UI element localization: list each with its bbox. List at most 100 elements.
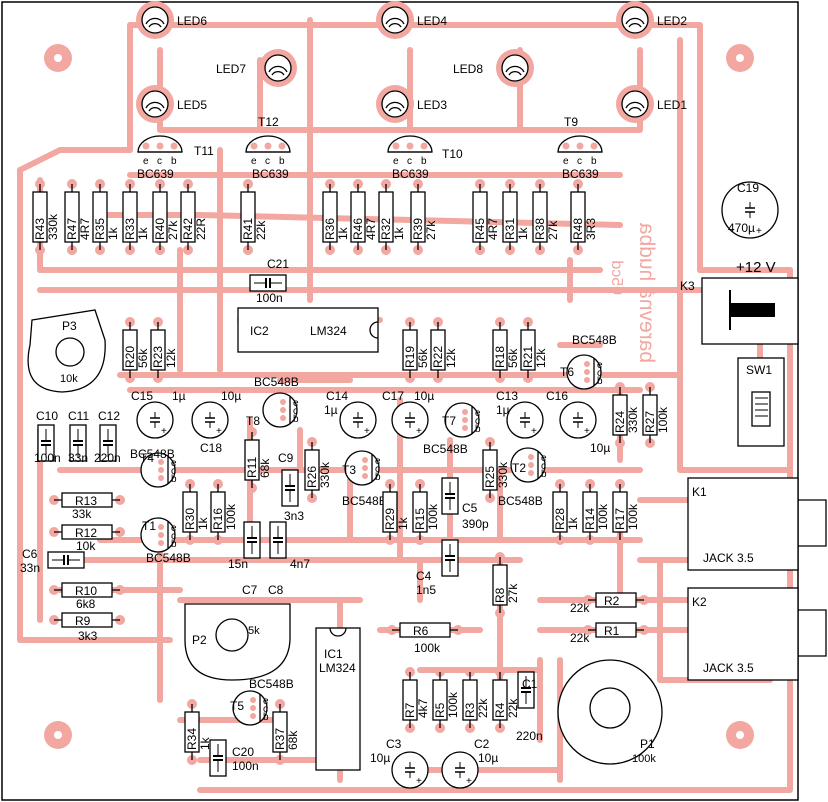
resistor-value: 1k [336,226,350,240]
resistor-ref: R9 [75,614,91,628]
resistor-value: 4k7 [416,698,430,718]
pin-e: e [251,156,257,167]
capacitor-ref: C11 [68,409,89,423]
transistor-ref: T9 [564,115,578,129]
transistor-type: BC639 [137,167,174,181]
capacitor-value: 10µ [221,389,241,403]
pin-b: b [171,539,177,550]
resistor-value: 4R7 [364,218,378,240]
polarity-plus: + [161,426,167,437]
led-label: LED7 [216,62,246,76]
resistor-ref: R1 [604,624,620,638]
pin-c: c [293,406,298,417]
capacitor-ref: C9 [278,451,294,465]
resistor-value: 22k [476,698,490,718]
sw1-ref: SW1 [746,363,772,377]
transistor-ref: T5 [230,699,244,713]
pin-b: b [171,474,177,485]
transistor-type: BC639 [392,167,429,181]
transistor-type: BC548B [249,677,294,691]
capacitor-ref: C19 [737,181,759,195]
resistor-value: 330k [496,461,510,488]
resistor-ref: R28 [553,508,567,530]
pin-c: c [263,704,268,715]
capacitor-value: 470µ [728,221,755,235]
ic1-ref: IC1 [324,647,343,661]
pin-c: c [157,156,162,167]
transistor-type: BC548B [130,447,175,461]
ic2-type: LM324 [310,324,347,338]
pin-c: c [577,156,582,167]
transistor-ref: T11 [194,144,214,158]
resistor-value: 12k [444,348,458,368]
resistor-ref: R31 [503,218,517,240]
resistor-ref: R34 [185,728,199,750]
resistor-value: 33k [72,507,92,521]
led-led6: LED6 [136,1,207,39]
k2-ref: K2 [692,595,707,609]
capacitor-ref: C20 [232,745,254,759]
k3-label: +12 V [736,259,776,276]
ic1-type: LM324 [319,661,356,675]
resistor-ref: R25 [483,466,497,488]
pin-e: e [475,408,481,419]
capacitor-value: 15n [228,557,248,571]
led-label: LED1 [657,98,687,112]
polarity-plus: + [756,226,762,237]
polarity-plus: + [416,426,422,437]
resistor-ref: R4 [493,702,507,718]
polarity-plus: + [216,426,222,437]
ic2: IC2 LM324 [237,307,379,353]
capacitor-ref: C15 [131,389,153,403]
resistor-value: 330k [626,406,640,433]
pin-b: b [279,156,285,167]
capacitor-ref: C17 [382,389,404,403]
resistor-value: 330k [318,461,332,488]
resistor-ref: R7 [403,702,417,718]
resistor-ref: R3 [463,702,477,718]
transistor-type: BC548B [498,494,543,508]
pin-b: b [293,414,299,425]
resistor-ref: R24 [613,411,627,433]
transistor-ref: T10 [442,147,463,161]
resistor-value: 1k [198,736,212,750]
resistor-ref: R42 [181,218,195,240]
resistor-ref: R19 [403,346,417,368]
transistor-type: BC548B [342,494,387,508]
resistor-value: 1k [516,226,530,240]
transistor-ref: T3 [342,463,356,477]
pin-c: c [407,156,412,167]
transistor-ref: T7 [442,414,456,428]
resistor-value: 56k [506,348,520,368]
capacitor-ref: C18 [200,441,222,455]
capacitor-value: 1µ [496,403,510,417]
pin-c: c [541,461,546,472]
capacitor-ref: C12 [98,409,120,423]
resistor-value: 100k [626,503,640,530]
